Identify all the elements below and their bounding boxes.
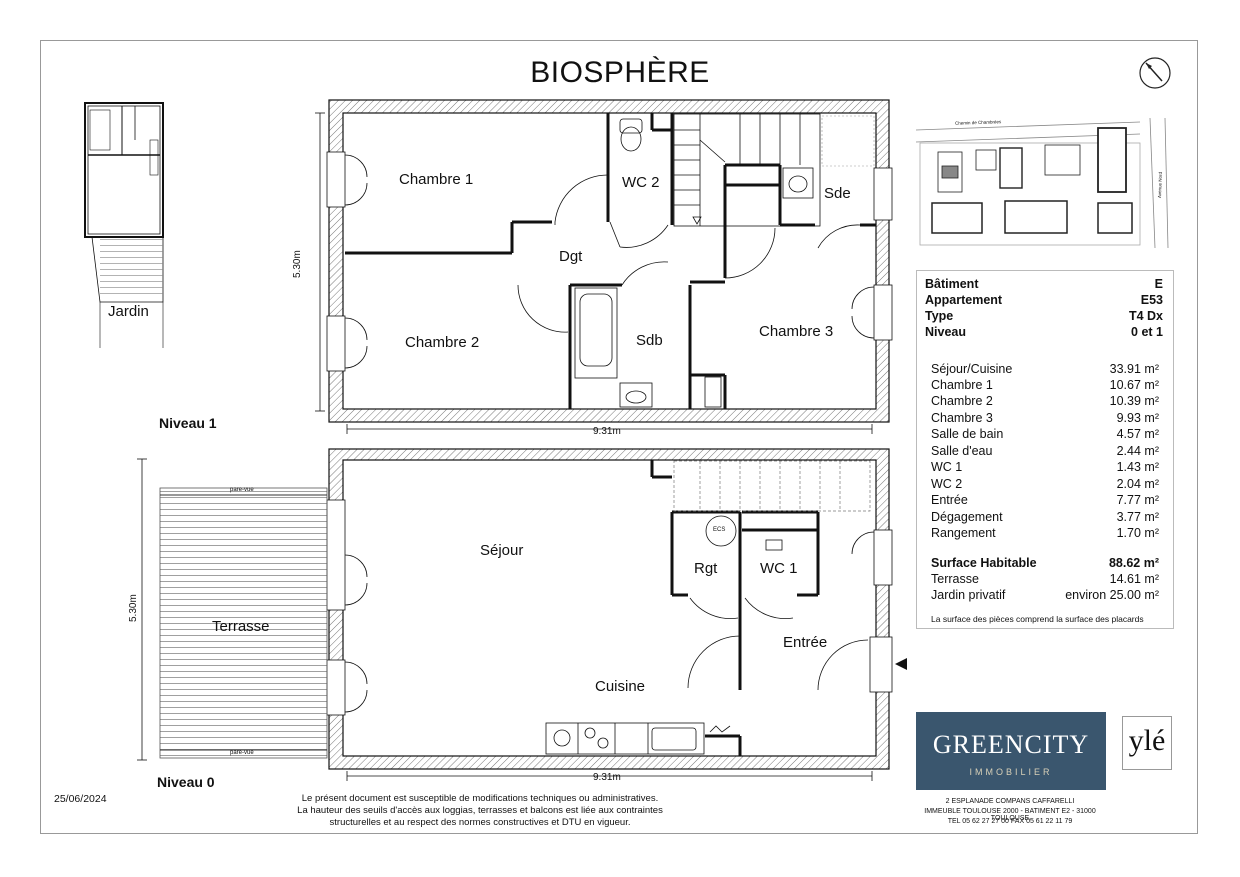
- room-chambre2: Chambre 2: [405, 334, 480, 351]
- disclaimer-line2: La hauteur des seuils d'accès aux loggia…: [297, 805, 663, 816]
- room-dgt: Dgt: [559, 248, 583, 265]
- room-entree: Entrée: [783, 634, 828, 651]
- yle-logo: ylé: [1122, 716, 1172, 770]
- dim-height-level1: 5.30m: [292, 250, 303, 278]
- room-sde: Sde: [824, 185, 851, 202]
- dim-width-level1: 9.31m: [593, 426, 621, 437]
- room-sejour: Séjour: [480, 542, 524, 559]
- room-cuisine: Cuisine: [595, 678, 646, 695]
- room-sdb: Sdb: [636, 332, 663, 349]
- document-date: 25/06/2024: [54, 793, 107, 805]
- level1-label: Niveau 1: [159, 415, 217, 431]
- site-plan: [915, 117, 1169, 249]
- level0-plan: [326, 448, 907, 770]
- page-frame: [40, 40, 1198, 834]
- room-rgt: Rgt: [694, 560, 718, 577]
- info-box: Bâtiment E Appartement E53 Type T4 Dx Ni…: [916, 270, 1174, 629]
- room-chambre3: Chambre 3: [759, 323, 834, 340]
- room-chambre1: Chambre 1: [399, 171, 474, 188]
- pare-vue-top: pare-vue: [230, 487, 254, 493]
- site-road-right: Avenue Nord: [1157, 171, 1163, 199]
- disclaimer: Le présent document est susceptible de m…: [280, 793, 680, 829]
- level0-label: Niveau 0: [157, 774, 215, 790]
- greencity-logo: GREENCITY IMMOBILIER: [916, 712, 1106, 790]
- room-jardin: Jardin: [108, 303, 149, 320]
- room-wc2: WC 2: [622, 174, 660, 191]
- address-line3: TEL 05 62 27 27 00 FAX 05 61 22 11 79: [947, 818, 1073, 825]
- info-type: Type T4 Dx: [925, 309, 1163, 323]
- ecs-label: ECS: [713, 527, 726, 533]
- page-title: BIOSPHÈRE: [530, 56, 710, 89]
- info-batiment: Bâtiment E: [925, 277, 1163, 291]
- north-arrow-icon: [1139, 57, 1171, 89]
- room-wc1: WC 1: [760, 560, 798, 577]
- room-terrasse: Terrasse: [212, 618, 270, 635]
- dim-height-level0: 5.30m: [128, 594, 139, 622]
- dim-width-level0: 9.31m: [593, 772, 621, 783]
- disclaimer-line1: Le présent document est susceptible de m…: [301, 793, 659, 804]
- address-line2: IMMEUBLE TOULOUSE 2000 - BATIMENT E2 - 3…: [924, 808, 1096, 822]
- info-niveau: Niveau 0 et 1: [925, 325, 1163, 339]
- address-line1: 2 ESPLANADE COMPANS CAFFARELLI: [945, 798, 1075, 805]
- greencity-name: GREENCITY: [932, 730, 1090, 759]
- disclaimer-line3: structurelles et au respect des normes c…: [329, 817, 631, 828]
- entry-arrow-icon: [895, 658, 907, 670]
- greencity-sub: IMMOBILIER: [969, 767, 1053, 777]
- pare-vue-bottom: pare-vue: [230, 750, 254, 756]
- info-appartement: Appartement E53: [925, 293, 1163, 307]
- surface-note: La surface des pièces comprend la surfac…: [931, 614, 1144, 624]
- level1-plan: [326, 99, 893, 423]
